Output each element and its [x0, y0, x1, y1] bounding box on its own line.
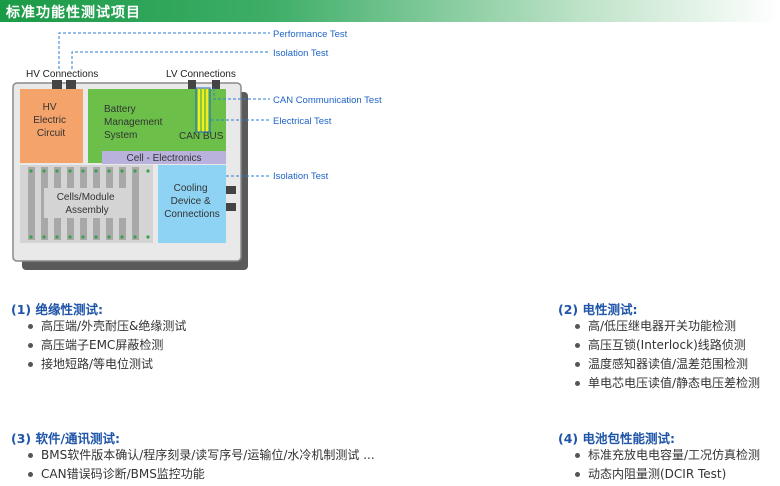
coolant-port-1: [226, 186, 236, 194]
header-bar: 标准功能性测试项目: [0, 0, 780, 22]
section-1-title: (1) 绝缘性测试:: [11, 302, 103, 317]
section-3-list: BMS软件版本确认/程序刻录/读写序号/运输位/水冷机制测试 ... CAN错误…: [27, 446, 375, 484]
bms-label: Battery Management System: [104, 104, 165, 141]
cell-busbar-dots: [29, 169, 150, 239]
hv-connector-1: [52, 80, 62, 89]
section-2-title: (2) 电性测试:: [558, 302, 638, 317]
list-item: 单电芯电压读值/静态电压差检测: [574, 374, 760, 393]
cooling-label: Cooling Device & Connections: [164, 183, 220, 220]
list-item: 高/低压继电器开关功能检测: [574, 317, 760, 336]
leader-lines: [58, 32, 270, 177]
cells-module-label: Cells/Module Assembly: [57, 192, 118, 216]
list-item: 温度感知器读值/温差范围检测: [574, 355, 760, 374]
hv-circuit-label: HV Electric Circuit: [33, 102, 69, 139]
cells-label-bg: [44, 188, 130, 218]
list-item: 接地短路/等电位测试: [27, 355, 186, 374]
list-item: BMS软件版本确认/程序刻录/读写序号/运输位/水冷机制测试 ...: [27, 446, 375, 465]
list-item: 标准充放电电容量/工况仿真检测: [574, 446, 760, 465]
can-communication-test-label: CAN Communication Test: [273, 95, 382, 106]
lv-connector-2: [212, 80, 220, 89]
cell-electronics-label: Cell - Electronics: [126, 153, 201, 164]
cooling-block: [158, 165, 226, 243]
battery-pack-diagram: HV Electric Circuit Battery Management S…: [12, 29, 382, 270]
section-4-title: (4) 电池包性能测试:: [558, 431, 675, 446]
isolation-test-side-label: Isolation Test: [273, 171, 329, 182]
section-1-list: 高压端/外壳耐压&绝缘测试 高压端子EMC屏蔽检测 接地短路/等电位测试: [27, 317, 186, 374]
coolant-port-2: [226, 203, 236, 211]
hv-connections-label: HV Connections: [26, 69, 98, 80]
list-item: 高压端/外壳耐压&绝缘测试: [27, 317, 186, 336]
list-item: 高压互锁(Interlock)线路侦测: [574, 336, 760, 355]
isolation-test-top-label: Isolation Test: [273, 48, 329, 59]
section-3-title: (3) 软件/通讯测试:: [11, 431, 121, 446]
can-bus-label: CAN BUS: [179, 131, 224, 142]
list-item: 高压端子EMC屏蔽检测: [27, 336, 186, 355]
list-item: 动态内阻量测(DCIR Test): [574, 465, 760, 484]
hv-connector-2: [66, 80, 76, 89]
lv-connections-label: LV Connections: [166, 69, 236, 80]
performance-test-label: Performance Test: [273, 29, 348, 40]
cell-electronics-block: [102, 151, 226, 164]
hv-circuit-block: [20, 89, 83, 163]
electrical-highlight: [195, 87, 211, 133]
electrical-test-label: Electrical Test: [273, 116, 332, 127]
lv-connector-1: [188, 80, 196, 89]
section-2-list: 高/低压继电器开关功能检测 高压互锁(Interlock)线路侦测 温度感知器读…: [574, 317, 760, 393]
list-item: CAN错误码诊断/BMS监控功能: [27, 465, 375, 484]
page-title: 标准功能性测试项目: [6, 5, 141, 21]
section-4-list: 标准充放电电容量/工况仿真检测 动态内阻量测(DCIR Test): [574, 446, 760, 484]
